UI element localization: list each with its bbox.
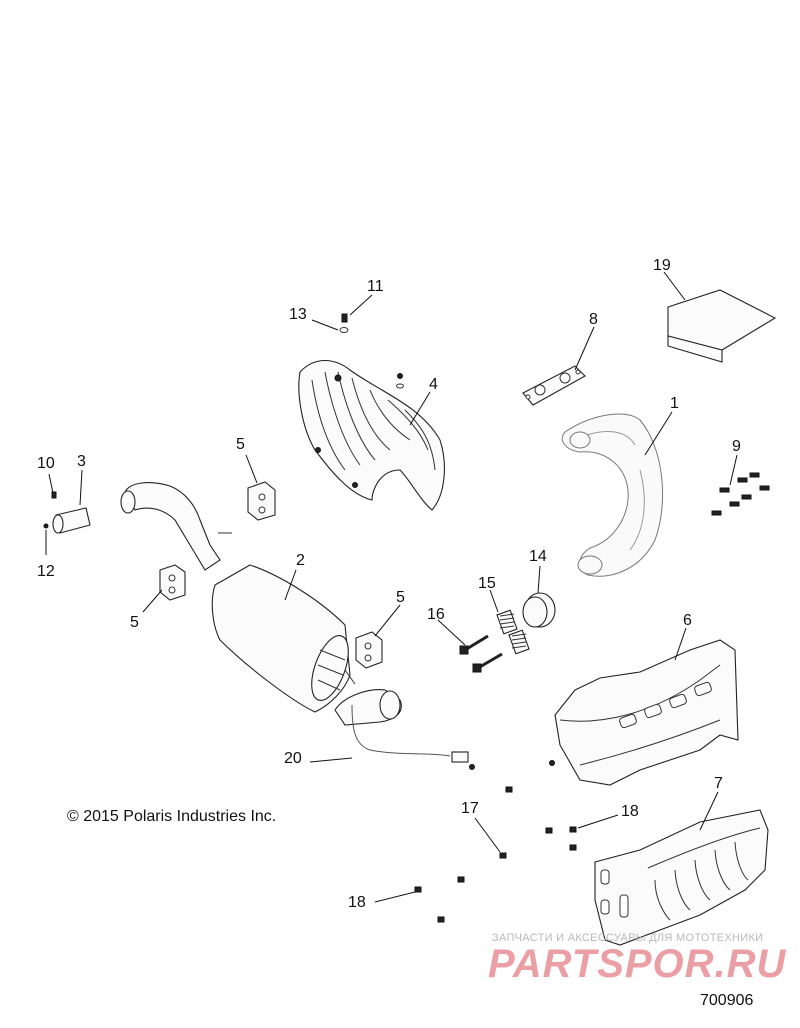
part-5-isolator-c bbox=[355, 631, 383, 669]
part-2-outlet-flange bbox=[334, 689, 402, 726]
part-7-skid-heat-shield bbox=[594, 809, 769, 946]
part-17-fastener-b bbox=[499, 852, 507, 859]
callout-20: 20 bbox=[284, 750, 302, 767]
part-14-grommet bbox=[522, 592, 556, 628]
callout-16: 16 bbox=[427, 606, 445, 623]
callout-19: 19 bbox=[653, 257, 671, 274]
callout-1: 1 bbox=[670, 395, 679, 412]
callout-5b: 5 bbox=[130, 614, 139, 631]
callout-5a: 5 bbox=[236, 436, 245, 453]
copyright-notice: © 2015 Polaris Industries Inc. bbox=[67, 808, 277, 825]
part-18-fastener-c bbox=[569, 844, 577, 851]
callout-3: 3 bbox=[77, 453, 86, 470]
part-2-muffler bbox=[120, 482, 356, 713]
part-6-fastener bbox=[549, 760, 555, 766]
part-8-exhaust-gasket bbox=[522, 365, 586, 406]
callout-2: 2 bbox=[296, 552, 305, 569]
callout-11: 11 bbox=[367, 278, 384, 295]
part-15-spring-a bbox=[496, 609, 518, 635]
part-3-tailpipe-tip bbox=[52, 507, 91, 534]
part-18-fastener-a bbox=[545, 827, 553, 834]
callout-18b: 18 bbox=[348, 894, 366, 911]
part-4-fastener bbox=[396, 373, 404, 389]
part-4-upper-heat-shield bbox=[298, 359, 445, 511]
callout-13: 13 bbox=[289, 306, 307, 323]
callout-10: 10 bbox=[37, 455, 55, 472]
callout-5c: 5 bbox=[396, 589, 405, 606]
callout-6: 6 bbox=[683, 612, 692, 629]
part-11-bolt bbox=[341, 313, 348, 323]
callout-7: 7 bbox=[714, 775, 723, 792]
diagram-number: 700906 bbox=[700, 992, 754, 1009]
part-9-bolt-set bbox=[711, 472, 770, 516]
part-19-heat-shield-plate bbox=[667, 289, 777, 363]
part-17-fastener-a bbox=[505, 786, 513, 793]
part-16-bolt-b bbox=[472, 652, 503, 673]
callout-9: 9 bbox=[732, 438, 741, 455]
part-5-isolator-b bbox=[159, 564, 186, 601]
callout-18a: 18 bbox=[621, 803, 639, 820]
part-12-screw bbox=[43, 523, 49, 529]
part-6-lower-heat-shield bbox=[554, 639, 739, 786]
part-1-exhaust-header bbox=[561, 413, 663, 577]
callout-4: 4 bbox=[429, 376, 438, 393]
part-13-washer bbox=[339, 327, 349, 333]
watermark-caption: ЗАПЧАСТИ И АКСЕССУАРЫ ДЛЯ МОТОТЕХНИКИ bbox=[492, 932, 764, 944]
leader-lines bbox=[45, 271, 738, 903]
callout-8: 8 bbox=[589, 311, 598, 328]
part-20-oxygen-sensor bbox=[351, 704, 475, 770]
part-17-fastener-d bbox=[437, 916, 445, 923]
part-18-fastener-b bbox=[569, 826, 577, 833]
part-10-screw bbox=[51, 491, 57, 499]
watermark-logo: PARTSPOR.RU bbox=[488, 942, 787, 986]
part-15-spring-b bbox=[508, 629, 530, 655]
part-16-bolt-a bbox=[459, 634, 489, 655]
callout-15: 15 bbox=[478, 575, 496, 592]
part-17-fastener-c bbox=[457, 876, 465, 883]
part-5-isolator-a bbox=[247, 481, 276, 521]
part-18-fastener-d bbox=[414, 886, 422, 893]
callout-14: 14 bbox=[529, 548, 547, 565]
callout-12: 12 bbox=[37, 563, 55, 580]
callout-17: 17 bbox=[461, 800, 479, 817]
